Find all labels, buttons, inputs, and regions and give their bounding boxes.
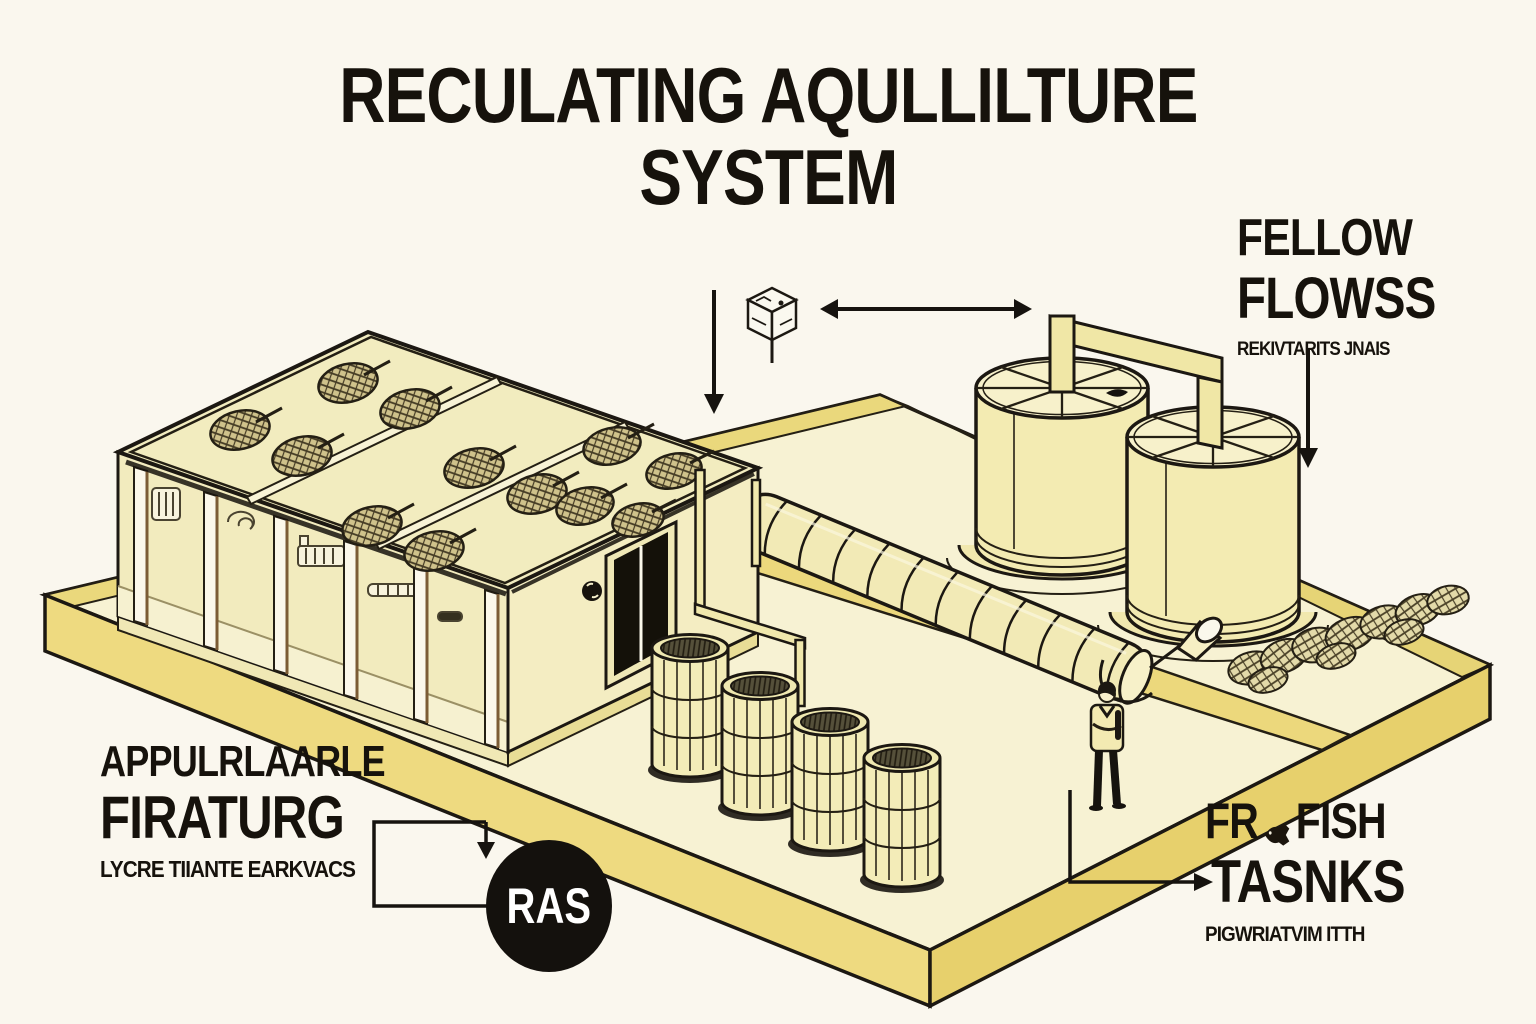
page-title: RECULATING AQULLILTURE SYSTEM	[0, 56, 1536, 216]
worker-figure	[1089, 681, 1126, 811]
transfer-pipe	[734, 492, 1224, 705]
flow-down-arrow	[1298, 350, 1318, 468]
roof-net-bundles	[209, 359, 715, 572]
title-line-2: SYSTEM	[638, 133, 898, 221]
filter-barrel	[718, 671, 802, 821]
ras-badge: RAS	[486, 840, 612, 972]
ras-label: RAS	[506, 878, 592, 934]
label-fellow-flows: FELLOW FLOWSS REKIVTARITS JNAIS	[1237, 209, 1436, 360]
interior-sketches	[151, 487, 463, 622]
exchange-arrow	[820, 299, 1032, 319]
filter-barrels	[648, 633, 944, 893]
funnel-outlet	[1149, 616, 1224, 670]
ras-flow-outline	[372, 820, 497, 908]
fish-icon	[1262, 807, 1292, 846]
pillars	[133, 465, 500, 750]
wall-vent-icon	[582, 581, 602, 601]
filter-barrel	[648, 633, 732, 783]
filter-barrel	[860, 743, 944, 893]
process-cube-icon	[745, 286, 799, 363]
tank-duct-pipe	[1048, 314, 1224, 450]
rock-row	[1227, 584, 1470, 694]
filter-barrel	[788, 707, 872, 857]
fish-tanks-arrow	[1068, 790, 1213, 891]
label-filter: APPULRLAARLE FIRATURG LYCRE TIIANTE EARK…	[100, 737, 386, 882]
feed-pipes	[693, 468, 807, 708]
title-line-1: RECULATING AQULLILTURE	[338, 51, 1198, 139]
down-arrow-left	[704, 290, 724, 414]
tank-fish-icon	[1106, 389, 1128, 397]
